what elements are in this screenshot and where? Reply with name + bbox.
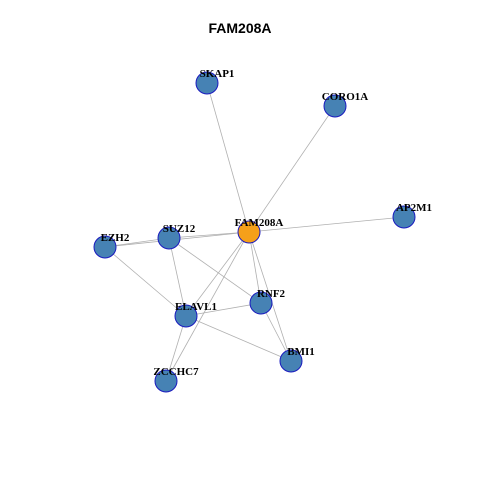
figure-title: FAM208A bbox=[208, 20, 272, 36]
node-label-suz12: SUZ12 bbox=[163, 223, 196, 235]
node-skap1[interactable] bbox=[195, 71, 219, 95]
edge-suz12-elavl1 bbox=[168, 237, 187, 317]
edge-fam208a-skap1 bbox=[206, 82, 250, 233]
node-label-zcchc7: ZCCHC7 bbox=[153, 366, 199, 378]
node-label-ezh2: EZH2 bbox=[101, 232, 130, 244]
node-label-rnf2: RNF2 bbox=[257, 288, 286, 300]
node-suz12[interactable] bbox=[157, 226, 181, 250]
node-label-coro1a: CORO1A bbox=[322, 91, 369, 103]
node-elavl1[interactable] bbox=[174, 304, 198, 328]
node-label-bmi1: BMI1 bbox=[287, 346, 315, 358]
edge-elavl1-rnf2 bbox=[185, 302, 262, 317]
edge-fam208a-ap2m1 bbox=[248, 216, 405, 233]
edge-ezh2-elavl1 bbox=[104, 246, 187, 317]
edge-elavl1-bmi1 bbox=[185, 315, 292, 362]
node-fam208a[interactable] bbox=[237, 220, 261, 244]
node-ap2m1[interactable] bbox=[392, 205, 416, 229]
node-label-skap1: SKAP1 bbox=[200, 68, 235, 80]
node-rnf2[interactable] bbox=[249, 291, 273, 315]
node-label-fam208a: FAM208A bbox=[235, 217, 284, 229]
edge-fam208a-zcchc7 bbox=[165, 231, 250, 382]
node-label-ap2m1: AP2M1 bbox=[396, 202, 432, 214]
edge-fam208a-rnf2 bbox=[248, 231, 262, 304]
edge-fam208a-elavl1 bbox=[185, 231, 250, 317]
node-coro1a[interactable] bbox=[323, 94, 347, 118]
edge-suz12-rnf2 bbox=[168, 237, 262, 304]
node-ezh2[interactable] bbox=[93, 235, 117, 259]
edge-fam208a-coro1a bbox=[248, 105, 336, 233]
node-layer bbox=[93, 71, 416, 393]
node-zcchc7[interactable] bbox=[154, 369, 178, 393]
node-bmi1[interactable] bbox=[279, 349, 303, 373]
node-label-elavl1: ELAVL1 bbox=[175, 301, 217, 313]
